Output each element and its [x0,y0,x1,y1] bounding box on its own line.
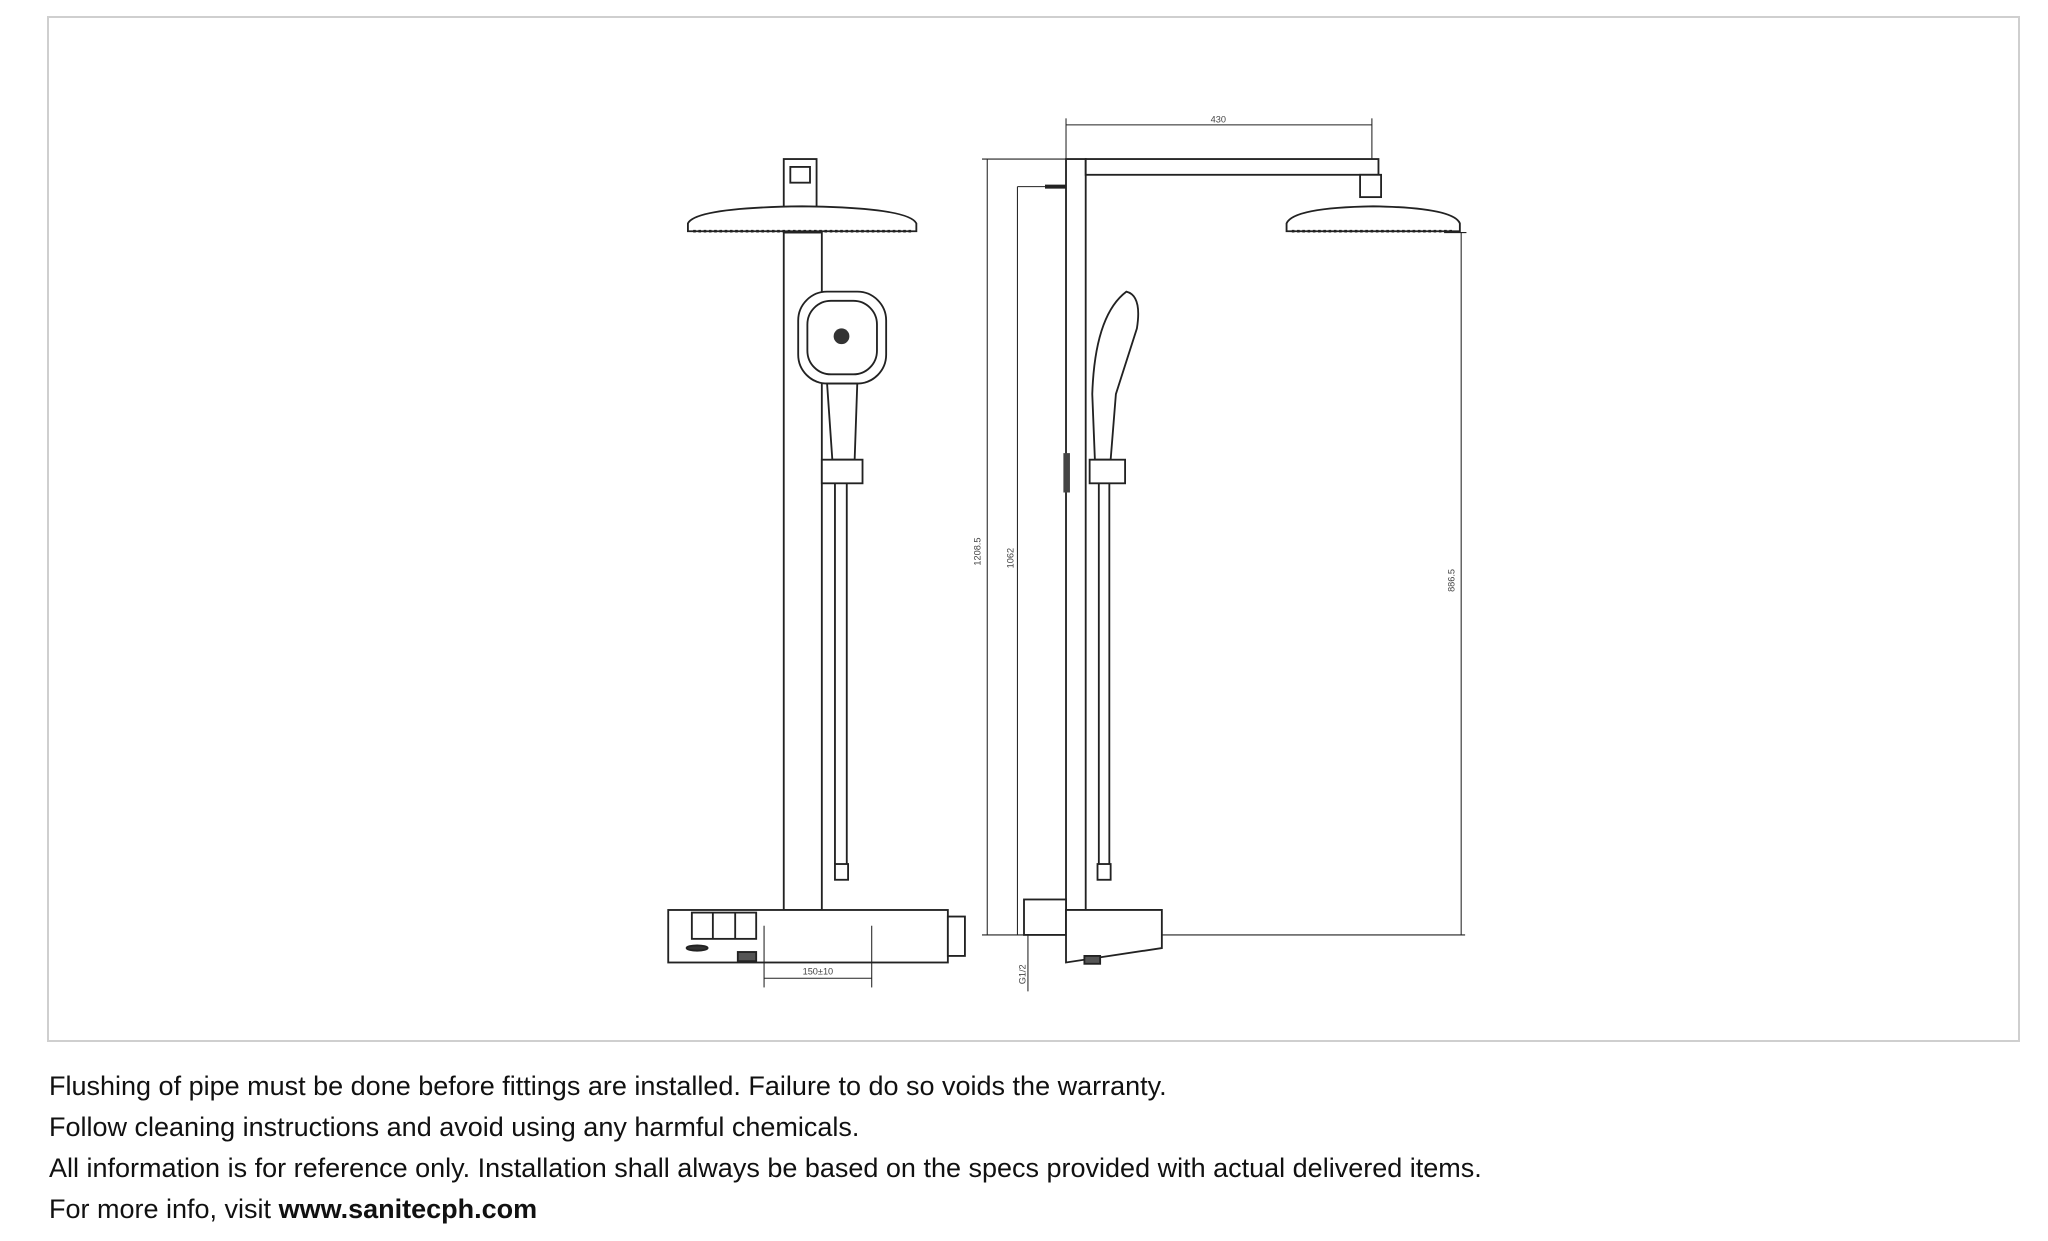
side-arm [1084,158,1380,176]
drawing-frame [47,16,2020,1042]
front-hose-connector [834,863,850,881]
dim-thread: G1/2 [1017,964,1027,984]
note-more-info: For more info, visit www.sanitecph.com [49,1189,1482,1230]
side-view: 430 1208.5 1062 886.5 G1/2 [973,114,1467,992]
side-riser-pipe [1065,158,1087,911]
dim-head-height: 886.5 [1447,569,1457,592]
side-thermostat [1065,909,1163,964]
side-wall-connector [1023,898,1067,936]
website-link[interactable]: www.sanitecph.com [278,1194,538,1224]
front-hand-shower-handle [826,382,859,461]
note-cleaning: Follow cleaning instructions and avoid u… [49,1112,860,1142]
side-slider [1088,458,1127,485]
side-rain-head [1285,205,1461,233]
dim-arm-length: 430 [1211,114,1226,124]
front-mount-detail [789,166,811,184]
side-hand-shower [1091,290,1140,461]
front-thermostat-bar [667,909,949,964]
front-rain-head [686,205,918,233]
note-flushing: Flushing of pipe must be done before fit… [49,1071,1167,1101]
front-slider [820,458,864,485]
notes: Flushing of pipe must be done before fit… [49,1066,1482,1230]
dim-inlet-height: 1062 [1005,548,1015,568]
dim-total-height: 1208.5 [973,538,983,566]
front-view: 150±10 [667,158,966,988]
note-reference: All information is for reference only. I… [49,1153,1482,1183]
note-more-info-prefix: For more info, visit [49,1194,279,1224]
dim-inlet-spacing: 150±10 [803,966,834,976]
